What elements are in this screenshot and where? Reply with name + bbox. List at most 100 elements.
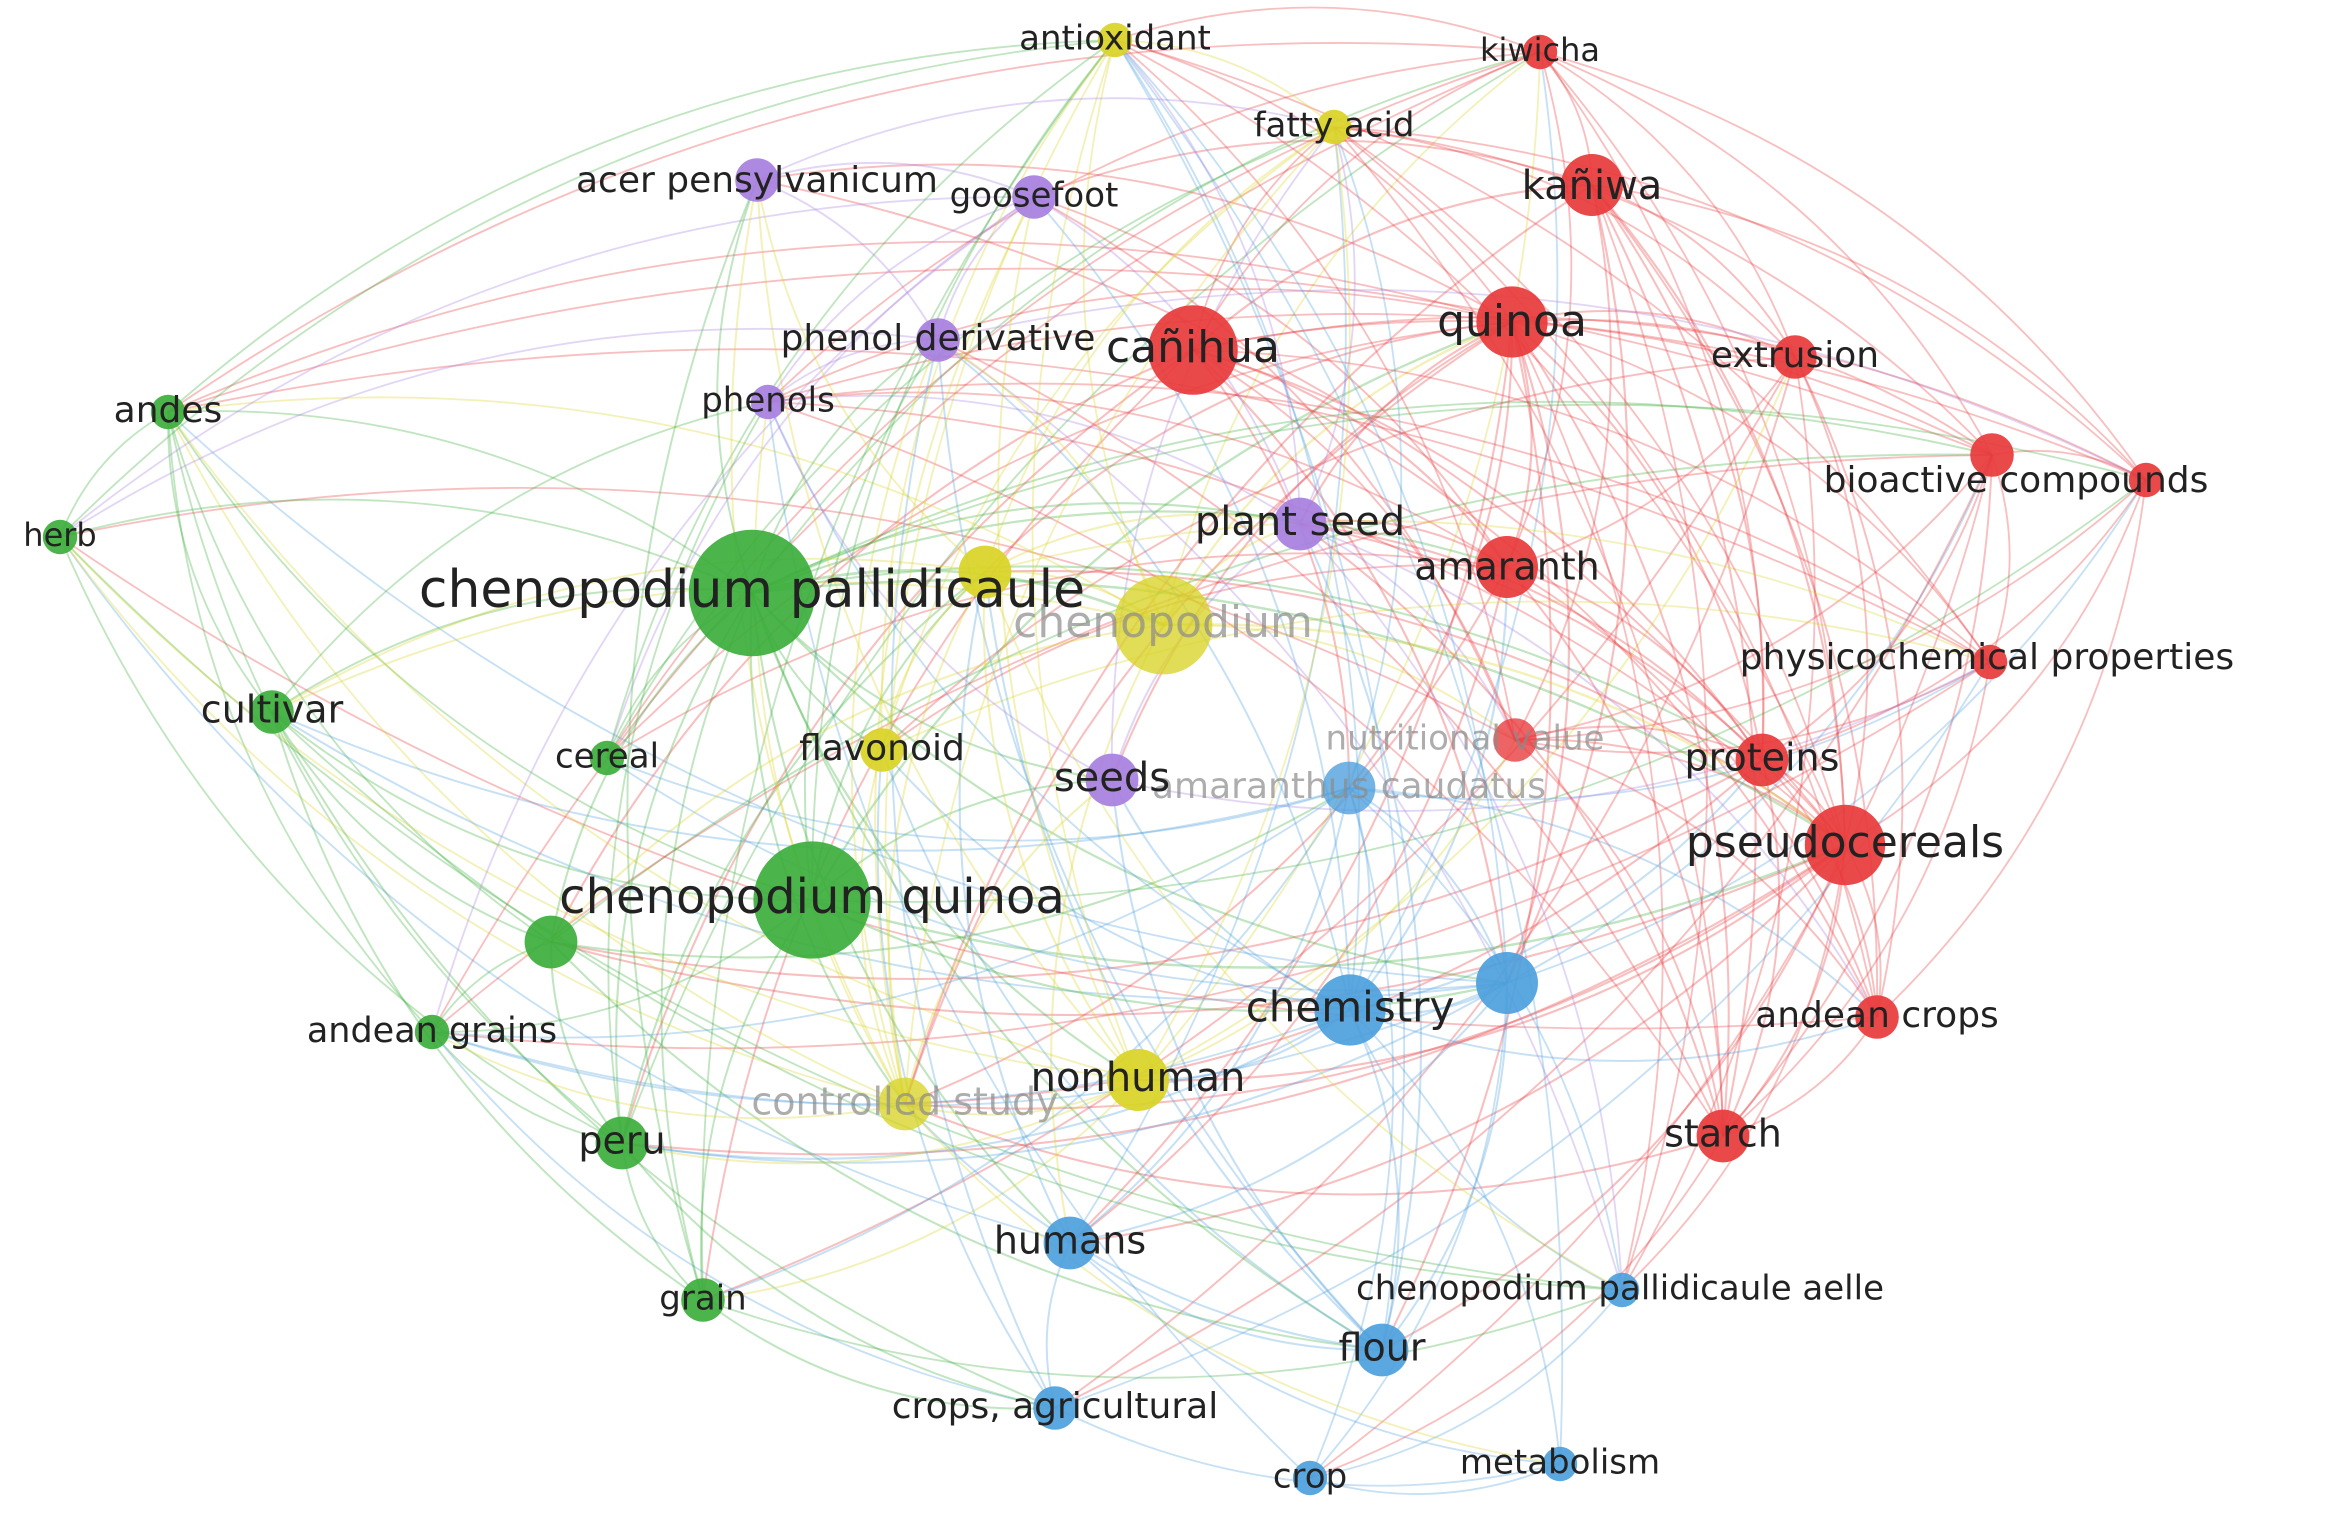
edge-quinoa-chenopodium: [1161, 320, 1513, 626]
edge-nutritional-goosefoot: [1033, 196, 1516, 741]
node-amaranth[interactable]: [1476, 536, 1538, 598]
edge-crops-phenolderiv: [890, 339, 1056, 1409]
edge-quinoa-flour: [1381, 321, 1552, 1351]
edge-andeangrains-amaranthus: [431, 787, 1350, 1039]
edge-greennode-chenopodium: [550, 623, 1164, 943]
node-phenolderiv[interactable]: [916, 318, 960, 362]
edge-quinoa-acer: [756, 163, 1513, 323]
node-yellowsmall[interactable]: [958, 545, 1012, 599]
edge-grain-nonhuman: [702, 1079, 1139, 1301]
edge-kaniwa-extrusion: [1591, 184, 1796, 358]
edge-canihua-proteins: [1192, 349, 1763, 761]
node-bluenode[interactable]: [1476, 952, 1538, 1014]
node-nonhuman[interactable]: [1107, 1049, 1169, 1111]
edge-proteins-pallidicaule: [751, 565, 1763, 761]
node-pseudocereals[interactable]: [1804, 804, 1886, 886]
node-kaniwa[interactable]: [1561, 154, 1623, 216]
edge-kiwicha-extrusion: [1539, 51, 1796, 358]
node-kiwicha[interactable]: [1522, 34, 1558, 70]
node-proteins[interactable]: [1735, 733, 1789, 787]
node-fattyacid[interactable]: [1316, 109, 1352, 145]
edge-physico-starch: [1722, 661, 1991, 1137]
node-humans[interactable]: [1043, 1216, 1097, 1270]
edge-cpa-plantseed: [1299, 523, 1623, 1291]
edge-bioactive-pallidicaule: [751, 403, 2147, 594]
edge-cultivar-cquinoa: [271, 711, 813, 901]
edge-pallidicaule-nonhuman: [750, 592, 1139, 1081]
edge-andeangrains-peru: [431, 1031, 623, 1144]
edge-amaranth-controlled: [904, 566, 1508, 1105]
edge-amaranthus-crop: [1309, 787, 1395, 1479]
edge-cereal-amaranthus: [606, 757, 1350, 842]
node-andeancrops[interactable]: [1855, 995, 1899, 1039]
edge-andes-greennode: [167, 411, 552, 943]
node-canihua[interactable]: [1148, 305, 1238, 395]
node-acer[interactable]: [735, 158, 779, 202]
edge-kaniwa-cpa: [1591, 184, 1708, 1291]
label-herb: herb: [23, 516, 96, 554]
node-goosefoot[interactable]: [1012, 175, 1056, 219]
edge-peru-grain: [621, 1142, 704, 1301]
node-andes[interactable]: [150, 394, 186, 430]
node-cquinoa[interactable]: [753, 841, 871, 959]
node-cpa[interactable]: [1604, 1272, 1640, 1308]
node-physico[interactable]: [1972, 644, 2008, 680]
edge-kiwicha-pallidicaule: [751, 51, 1541, 594]
node-pallidicaule[interactable]: [688, 529, 816, 657]
label-flour: flour: [1339, 1326, 1426, 1370]
node-metabolism[interactable]: [1542, 1446, 1578, 1482]
edge-bioactive-phenols: [767, 312, 2147, 481]
node-flavonoid[interactable]: [860, 728, 904, 772]
edge-starch-fattyacid: [1333, 126, 1724, 1137]
edge-kaniwa-canihua: [1192, 183, 1593, 351]
node-chemistry[interactable]: [1314, 974, 1386, 1046]
node-herb[interactable]: [42, 519, 78, 555]
node-bioactive[interactable]: [2128, 462, 2164, 498]
node-andeangrains[interactable]: [414, 1014, 450, 1050]
edge-kiwicha-andeangrains: [431, 51, 1541, 1033]
node-quinoa[interactable]: [1476, 286, 1548, 358]
node-nutritional[interactable]: [1493, 718, 1537, 762]
node-cultivar[interactable]: [250, 690, 294, 734]
label-grain: grain: [659, 1279, 746, 1319]
edge-pseudocereals-acer: [756, 179, 1846, 846]
edge-amaranth-humans: [1069, 566, 1509, 1244]
edge-bioactive1-starch: [1722, 454, 1993, 1137]
edge-bluenode-flour: [1381, 982, 1509, 1351]
edge-fattyacid-yellowsmall: [984, 126, 1335, 573]
node-starch[interactable]: [1696, 1109, 1750, 1163]
edge-canihua-andeancrops: [1192, 349, 1878, 1018]
node-cereal[interactable]: [589, 740, 625, 776]
node-extrusion[interactable]: [1773, 335, 1817, 379]
edge-andeangrains-crops: [431, 1031, 1056, 1409]
label-humans: humans: [994, 1219, 1146, 1263]
node-crop[interactable]: [1292, 1460, 1328, 1496]
edge-bluenode-crop: [1309, 982, 1508, 1479]
node-seeds[interactable]: [1085, 753, 1139, 807]
edge-goosefoot-phenols: [767, 196, 1035, 403]
edge-peru-phenols: [607, 401, 769, 1144]
node-flour[interactable]: [1355, 1323, 1409, 1377]
node-peru[interactable]: [595, 1116, 649, 1170]
edge-kaniwa-bluenode: [1506, 184, 1629, 984]
edge-chemistry-seeds: [1111, 779, 1351, 1011]
node-plantseed[interactable]: [1273, 497, 1327, 551]
edge-herb-antioxidant: [59, 39, 1116, 538]
node-crops[interactable]: [1033, 1386, 1077, 1430]
node-greennode[interactable]: [524, 915, 578, 969]
node-phenols[interactable]: [750, 384, 786, 420]
label-cereal: cereal: [555, 737, 659, 777]
node-chenopodium[interactable]: [1113, 575, 1213, 675]
edge-bioactive1-proteins: [1761, 454, 1993, 761]
node-controlled[interactable]: [878, 1077, 932, 1131]
node-amaranthus[interactable]: [1322, 761, 1376, 815]
label-quinoa: quinoa: [1437, 296, 1587, 347]
edge-herb-controlled: [59, 536, 906, 1105]
edge-amaranth-goosefoot: [1033, 196, 1508, 568]
edge-yellowsmall-acer: [756, 179, 986, 573]
node-bioactive1[interactable]: [1970, 433, 2014, 477]
node-antioxidant[interactable]: [1097, 22, 1133, 58]
edge-pseudocereals-yellowsmall: [984, 569, 1846, 846]
node-grain[interactable]: [681, 1278, 725, 1322]
edge-chemistry-goosefoot: [1033, 196, 1351, 1011]
